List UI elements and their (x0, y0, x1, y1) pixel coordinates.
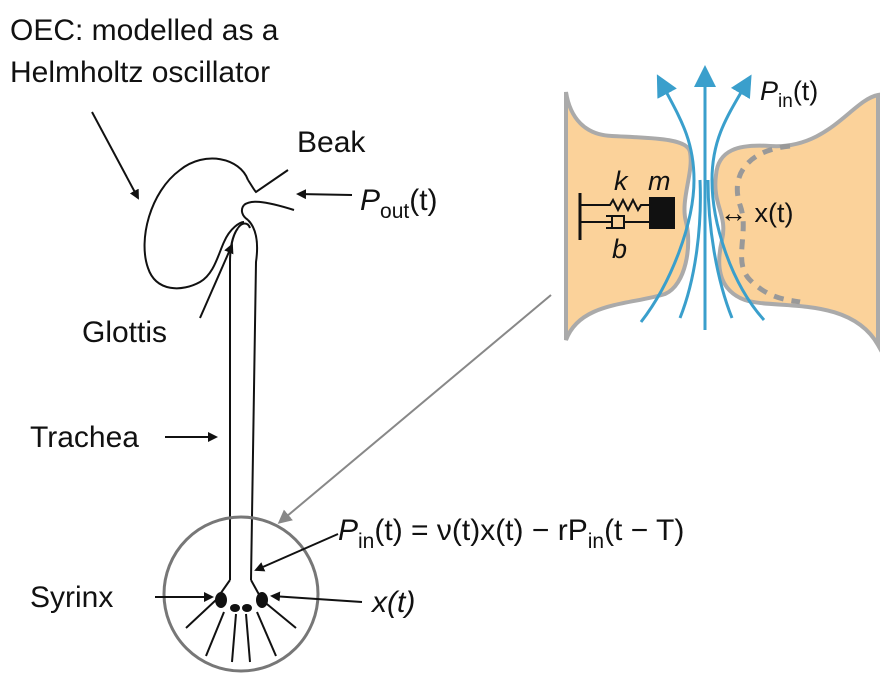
xt-arrow (270, 591, 363, 603)
mass-label: m (648, 166, 671, 196)
damper (580, 215, 650, 229)
inset-connector (277, 294, 552, 524)
pout-main: P (360, 184, 380, 217)
equation-label: Pin(t) = ν(t)x(t) − rPin(t − T) (338, 514, 684, 553)
inset-pin-args: (t) (793, 76, 818, 106)
glottis-label: Glottis (82, 316, 167, 349)
glottis-arrow (199, 243, 234, 319)
beak-label: Beak (297, 126, 366, 159)
flow-line-inner-right (706, 179, 734, 319)
eq-in: in (358, 530, 374, 553)
flow-line-right (710, 74, 766, 321)
inset-pin-main: P (760, 76, 778, 106)
oec-label-line2: Helmholtz oscillator (10, 56, 270, 89)
inset-xt-label: ↔ x(t) (720, 198, 794, 228)
eq-p: P (338, 514, 358, 547)
syrinx-labia (215, 592, 268, 612)
displaced-boundary (734, 143, 801, 305)
pin-arrow (254, 533, 339, 572)
vocal-tract-outline (143, 157, 295, 581)
eq-in2: in (588, 530, 604, 553)
eq-end: (t − T) (604, 514, 684, 547)
spring-mass-damper (578, 193, 675, 240)
inset-pin-label: Pin(t) (760, 76, 818, 112)
eq-mid: (t) = ν(t)x(t) − rP (374, 514, 587, 547)
pout-arrow (296, 189, 353, 200)
pout-label: Pout(t) (360, 184, 438, 223)
xt-bottom-label: x(t) (370, 586, 415, 619)
oec-label-line1: OEC: modelled as a (10, 14, 279, 47)
pout-args: (t) (409, 184, 437, 217)
oec-arrow (91, 111, 139, 200)
syrinx-structure (185, 579, 297, 663)
syrinx-circle (162, 515, 320, 673)
trachea-label: Trachea (30, 421, 139, 454)
syrinx-label: Syrinx (30, 581, 113, 614)
flow-line-inner-left (678, 179, 702, 319)
inset-pin-sub: in (778, 91, 793, 112)
flow-line-left (639, 74, 696, 323)
spring (580, 197, 650, 213)
spring-constant-label: k (614, 166, 629, 196)
mass-block (649, 197, 675, 229)
inset-panel: k m b ↔ x(t) Pin(t) (564, 65, 880, 353)
pointer-arrows (91, 111, 363, 603)
pout-sub: out (380, 200, 409, 223)
left-labium (564, 91, 693, 341)
damping-label: b (612, 234, 627, 264)
